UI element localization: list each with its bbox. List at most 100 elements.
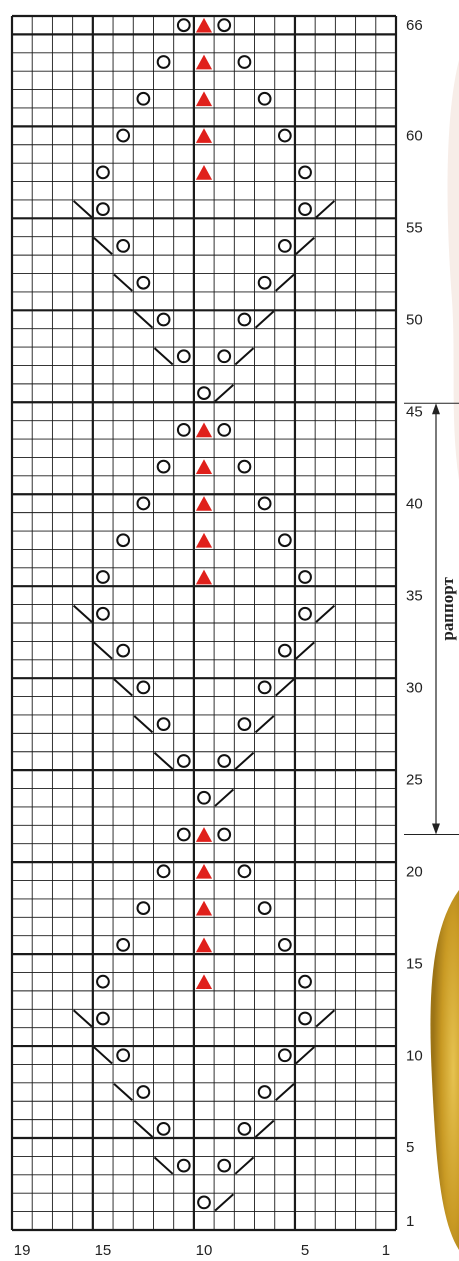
right-decrease-symbol [316, 201, 334, 217]
yarn-over-symbol [218, 350, 230, 362]
yarn-over-symbol [279, 939, 291, 951]
yarn-over-symbol [97, 571, 109, 583]
left-decrease-symbol [74, 1010, 92, 1026]
left-decrease-symbol [94, 238, 112, 254]
row-number-label: 10 [406, 1047, 423, 1064]
row-number-label: 1 [406, 1213, 414, 1230]
left-decrease-symbol [114, 275, 132, 291]
yarn-strand-image [448, 60, 459, 480]
yarn-over-symbol [158, 718, 170, 730]
yarn-over-symbol [158, 865, 170, 877]
right-decrease-symbol [296, 642, 314, 658]
right-decrease-symbol [276, 275, 294, 291]
yarn-over-symbol [158, 461, 170, 473]
yarn-over-symbol [117, 130, 129, 142]
right-decrease-symbol [215, 385, 233, 401]
yarn-over-symbol [178, 755, 190, 767]
central-decrease-triangle [196, 827, 212, 842]
central-decrease-triangle [196, 459, 212, 474]
right-decrease-symbol [235, 348, 253, 364]
yarn-over-symbol [239, 1123, 251, 1135]
central-decrease-triangle [196, 91, 212, 106]
yarn-over-symbol [259, 498, 271, 510]
yarn-over-symbol [178, 19, 190, 31]
yarn-over-symbol [117, 240, 129, 252]
yarn-over-symbol [279, 534, 291, 546]
yarn-over-symbol [218, 755, 230, 767]
left-decrease-symbol [154, 1157, 172, 1173]
yarn-over-symbol [259, 277, 271, 289]
yarn-over-symbol [137, 498, 149, 510]
central-decrease-triangle [196, 901, 212, 916]
row-number-label: 45 [406, 403, 423, 420]
yarn-over-symbol [97, 608, 109, 620]
yarn-over-symbol [117, 939, 129, 951]
yarn-over-symbol [299, 203, 311, 215]
left-decrease-symbol [74, 201, 92, 217]
central-decrease-triangle [196, 128, 212, 143]
central-decrease-triangle [196, 55, 212, 70]
yarn-over-symbol [198, 792, 210, 804]
right-decrease-symbol [235, 1157, 253, 1173]
yarn-over-symbol [259, 93, 271, 105]
yarn-over-symbol [279, 240, 291, 252]
left-decrease-symbol [154, 348, 172, 364]
row-number-label: 5 [406, 1139, 414, 1156]
yarn-over-symbol [279, 1049, 291, 1061]
repeat-indicator: раппорт [404, 403, 459, 834]
right-decrease-symbol [296, 1047, 314, 1063]
left-decrease-symbol [154, 753, 172, 769]
yarn-over-symbol [137, 681, 149, 693]
column-number-label: 15 [95, 1242, 112, 1259]
yarn-over-symbol [97, 166, 109, 178]
yarn-over-symbol [259, 681, 271, 693]
yarn-over-symbol [97, 203, 109, 215]
left-decrease-symbol [94, 642, 112, 658]
yarn-over-symbol [178, 829, 190, 841]
repeat-arrow-up-head [432, 403, 440, 414]
right-decrease-symbol [276, 679, 294, 695]
row-number-label: 60 [406, 128, 423, 145]
yarn-over-symbol [259, 902, 271, 914]
chart-grid [12, 16, 396, 1230]
yarn-over-symbol [158, 314, 170, 326]
row-number-label: 55 [406, 220, 423, 237]
yarn-over-symbol [97, 1013, 109, 1025]
column-number-label: 1 [382, 1242, 390, 1259]
yarn-over-symbol [178, 424, 190, 436]
yarn-over-symbol [137, 277, 149, 289]
yarn-over-symbol [117, 1049, 129, 1061]
right-decrease-symbol [256, 1121, 274, 1137]
row-number-label: 20 [406, 863, 423, 880]
central-decrease-triangle [196, 864, 212, 879]
yarn-over-symbol [299, 976, 311, 988]
central-decrease-triangle [196, 938, 212, 953]
yarn-over-symbol [218, 1160, 230, 1172]
yarn-over-symbol [279, 130, 291, 142]
yarn-over-symbol [279, 645, 291, 657]
right-decrease-symbol [256, 716, 274, 732]
yarn-over-symbol [239, 314, 251, 326]
row-number-label: 50 [406, 312, 423, 329]
yarn-over-symbol [158, 56, 170, 68]
yarn-over-symbol [97, 976, 109, 988]
central-decrease-triangle [196, 165, 212, 180]
yarn-over-symbol [178, 350, 190, 362]
yarn-over-symbol [299, 166, 311, 178]
yarn-over-symbol [239, 56, 251, 68]
right-decrease-symbol [256, 311, 274, 327]
yarn-over-symbol [299, 1013, 311, 1025]
yarn-ball-image [430, 890, 459, 1250]
central-decrease-triangle [196, 570, 212, 585]
repeat-label: раппорт [438, 577, 457, 641]
yarn-over-symbol [218, 424, 230, 436]
row-number-label: 30 [406, 679, 423, 696]
yarn-over-symbol [299, 608, 311, 620]
yarn-over-symbol [259, 1086, 271, 1098]
right-decrease-symbol [215, 1194, 233, 1210]
yarn-over-symbol [178, 1160, 190, 1172]
column-number-label: 19 [14, 1242, 31, 1259]
row-number-label: 66 [406, 17, 423, 34]
central-decrease-triangle [196, 533, 212, 548]
